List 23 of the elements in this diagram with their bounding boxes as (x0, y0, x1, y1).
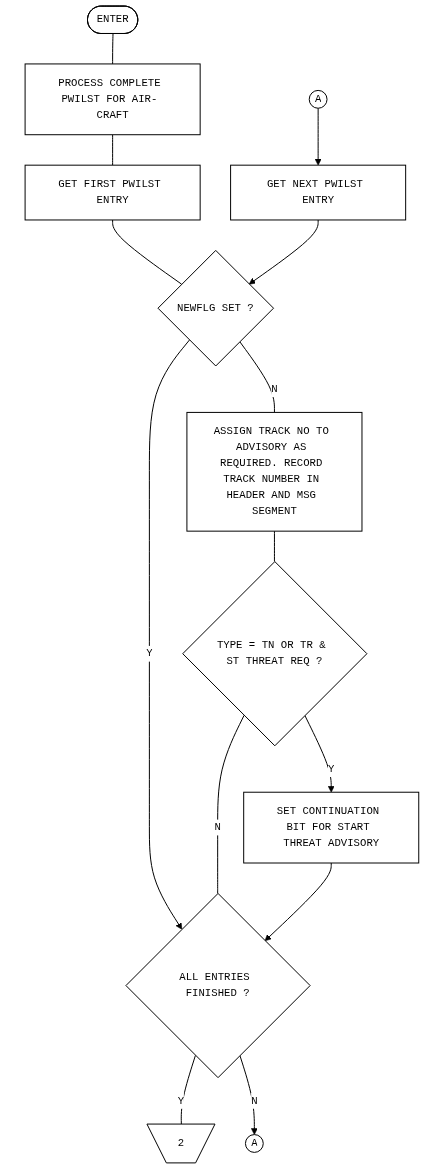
connector (111, 219, 182, 285)
node-diamond: ALL ENTRIES FINISHED ? (125, 892, 311, 1079)
edge-label: Y (145, 647, 153, 660)
node-box: GET FIRST PWILST ENTRY (24, 164, 201, 221)
edge-label: N (250, 1094, 258, 1107)
connector (180, 1054, 196, 1125)
edge-label: Y (327, 762, 334, 775)
edge-label: N (214, 821, 221, 834)
node-box: PROCESS COMPLETE PWILST FOR AIR- CRAFT (24, 63, 201, 136)
edge-label: N (270, 382, 278, 395)
node-box: GET NEXT PWILST ENTRY (229, 164, 406, 221)
node-diamond: NEWFLG SET ? (157, 249, 274, 367)
node-circle: A (244, 1134, 264, 1153)
edge-label: Y (177, 1094, 184, 1107)
connector (238, 341, 275, 413)
node-box: ASSIGN TRACK NO TO ADVISORY AS REQUIRED. RECORD TRACK NUMBER IN HEADER AND MSG SEGMENT (186, 411, 363, 532)
node-box: SET CONTINUATION BIT FOR START THREAT ADVISORY (242, 791, 419, 864)
connector (273, 530, 275, 563)
node-circle: A (308, 89, 328, 109)
connector (216, 714, 245, 894)
connector (111, 33, 114, 65)
node-diamond: TYPE = TN OR TR & ST THREAT REQ ? (181, 561, 367, 747)
connector (111, 134, 113, 166)
